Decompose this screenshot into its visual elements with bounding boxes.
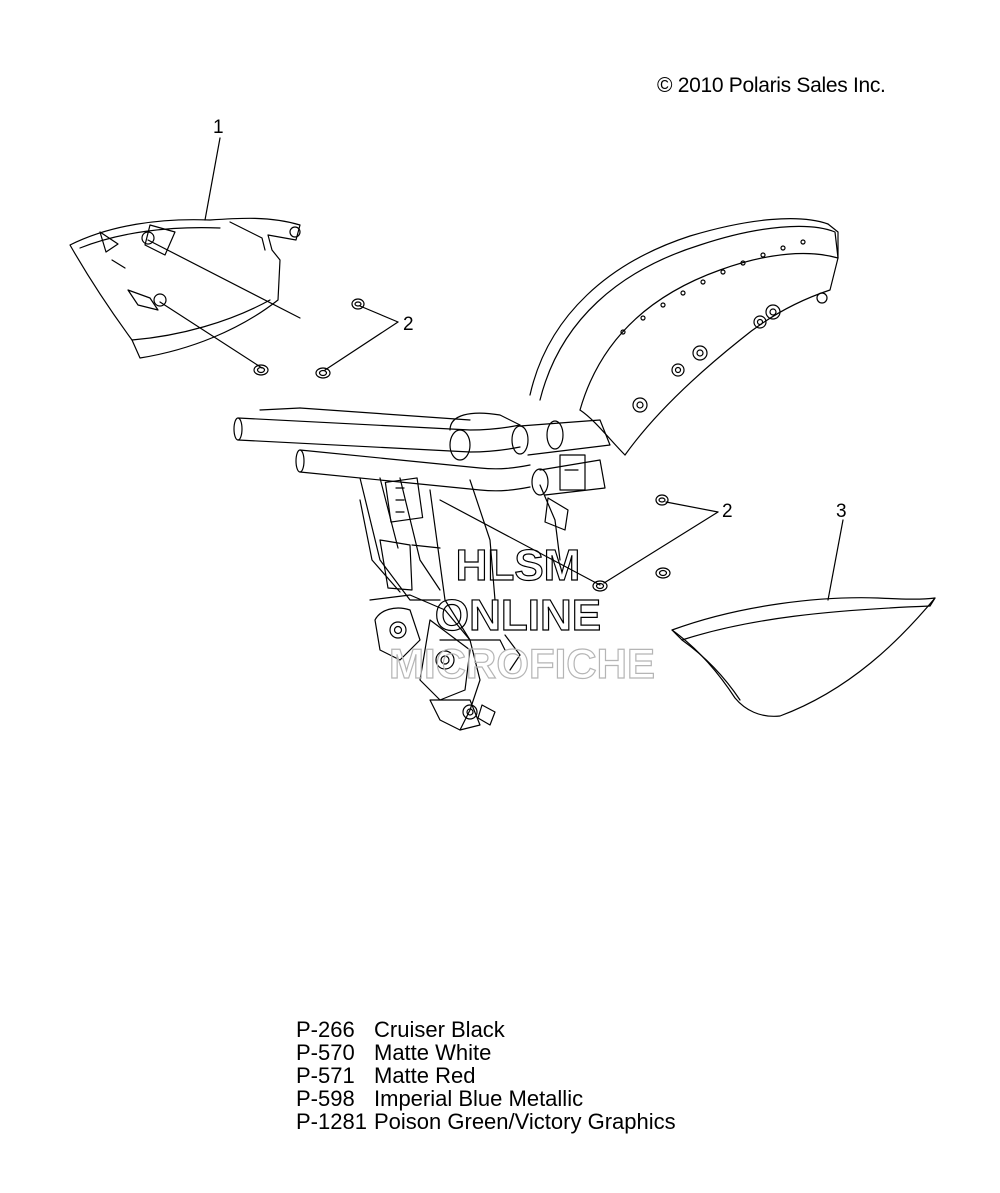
callout-2b-leader-1 <box>665 501 719 513</box>
color-name: Poison Green/Victory Graphics <box>374 1109 676 1134</box>
color-row: P-1281 Poison Green/Victory Graphics <box>296 1110 676 1133</box>
callout-1: 1 <box>213 117 224 138</box>
fastener-line-b <box>159 301 263 369</box>
motorcycle-frame <box>233 218 839 731</box>
nut-icon-left-group <box>253 298 365 379</box>
watermark-line-2: ONLINE <box>435 591 601 640</box>
fastener-line-c <box>439 499 601 586</box>
color-code: P-571 <box>296 1063 355 1088</box>
callout-1-leader <box>204 137 221 221</box>
color-row: P-266 Cruiser Black <box>296 1018 676 1041</box>
color-name: Cruiser Black <box>374 1017 505 1042</box>
color-row: P-598 Imperial Blue Metallic <box>296 1087 676 1110</box>
nut-icon-right-group <box>592 494 671 592</box>
color-name: Matte White <box>374 1040 492 1065</box>
color-row: P-571 Matte Red <box>296 1064 676 1087</box>
callout-2a: 2 <box>403 314 414 335</box>
color-code: P-266 <box>296 1017 355 1042</box>
color-code: P-570 <box>296 1040 355 1065</box>
callout-2a-leader-2 <box>324 321 399 371</box>
color-code: P-598 <box>296 1086 355 1111</box>
watermark-line-3: MICROFICHE <box>389 640 655 687</box>
callout-3-leader <box>827 519 844 601</box>
color-code: P-1281 <box>296 1109 367 1134</box>
callout-2a-leader-1 <box>359 305 399 323</box>
paint-color-list: P-266 Cruiser Black P-570 Matte White P-… <box>296 1018 676 1133</box>
callout-2b-leader-2 <box>603 511 719 584</box>
callout-3: 3 <box>836 501 847 522</box>
color-row: P-570 Matte White <box>296 1041 676 1064</box>
copyright-notice: © 2010 Polaris Sales Inc. <box>657 74 886 97</box>
callout-2b: 2 <box>722 501 733 522</box>
watermark-line-1: HLSM <box>456 541 581 590</box>
color-name: Imperial Blue Metallic <box>374 1086 584 1111</box>
side-cover-left <box>69 217 301 359</box>
color-name: Matte Red <box>374 1063 476 1088</box>
side-cover-right <box>671 597 936 717</box>
fastener-line-a <box>147 239 301 319</box>
